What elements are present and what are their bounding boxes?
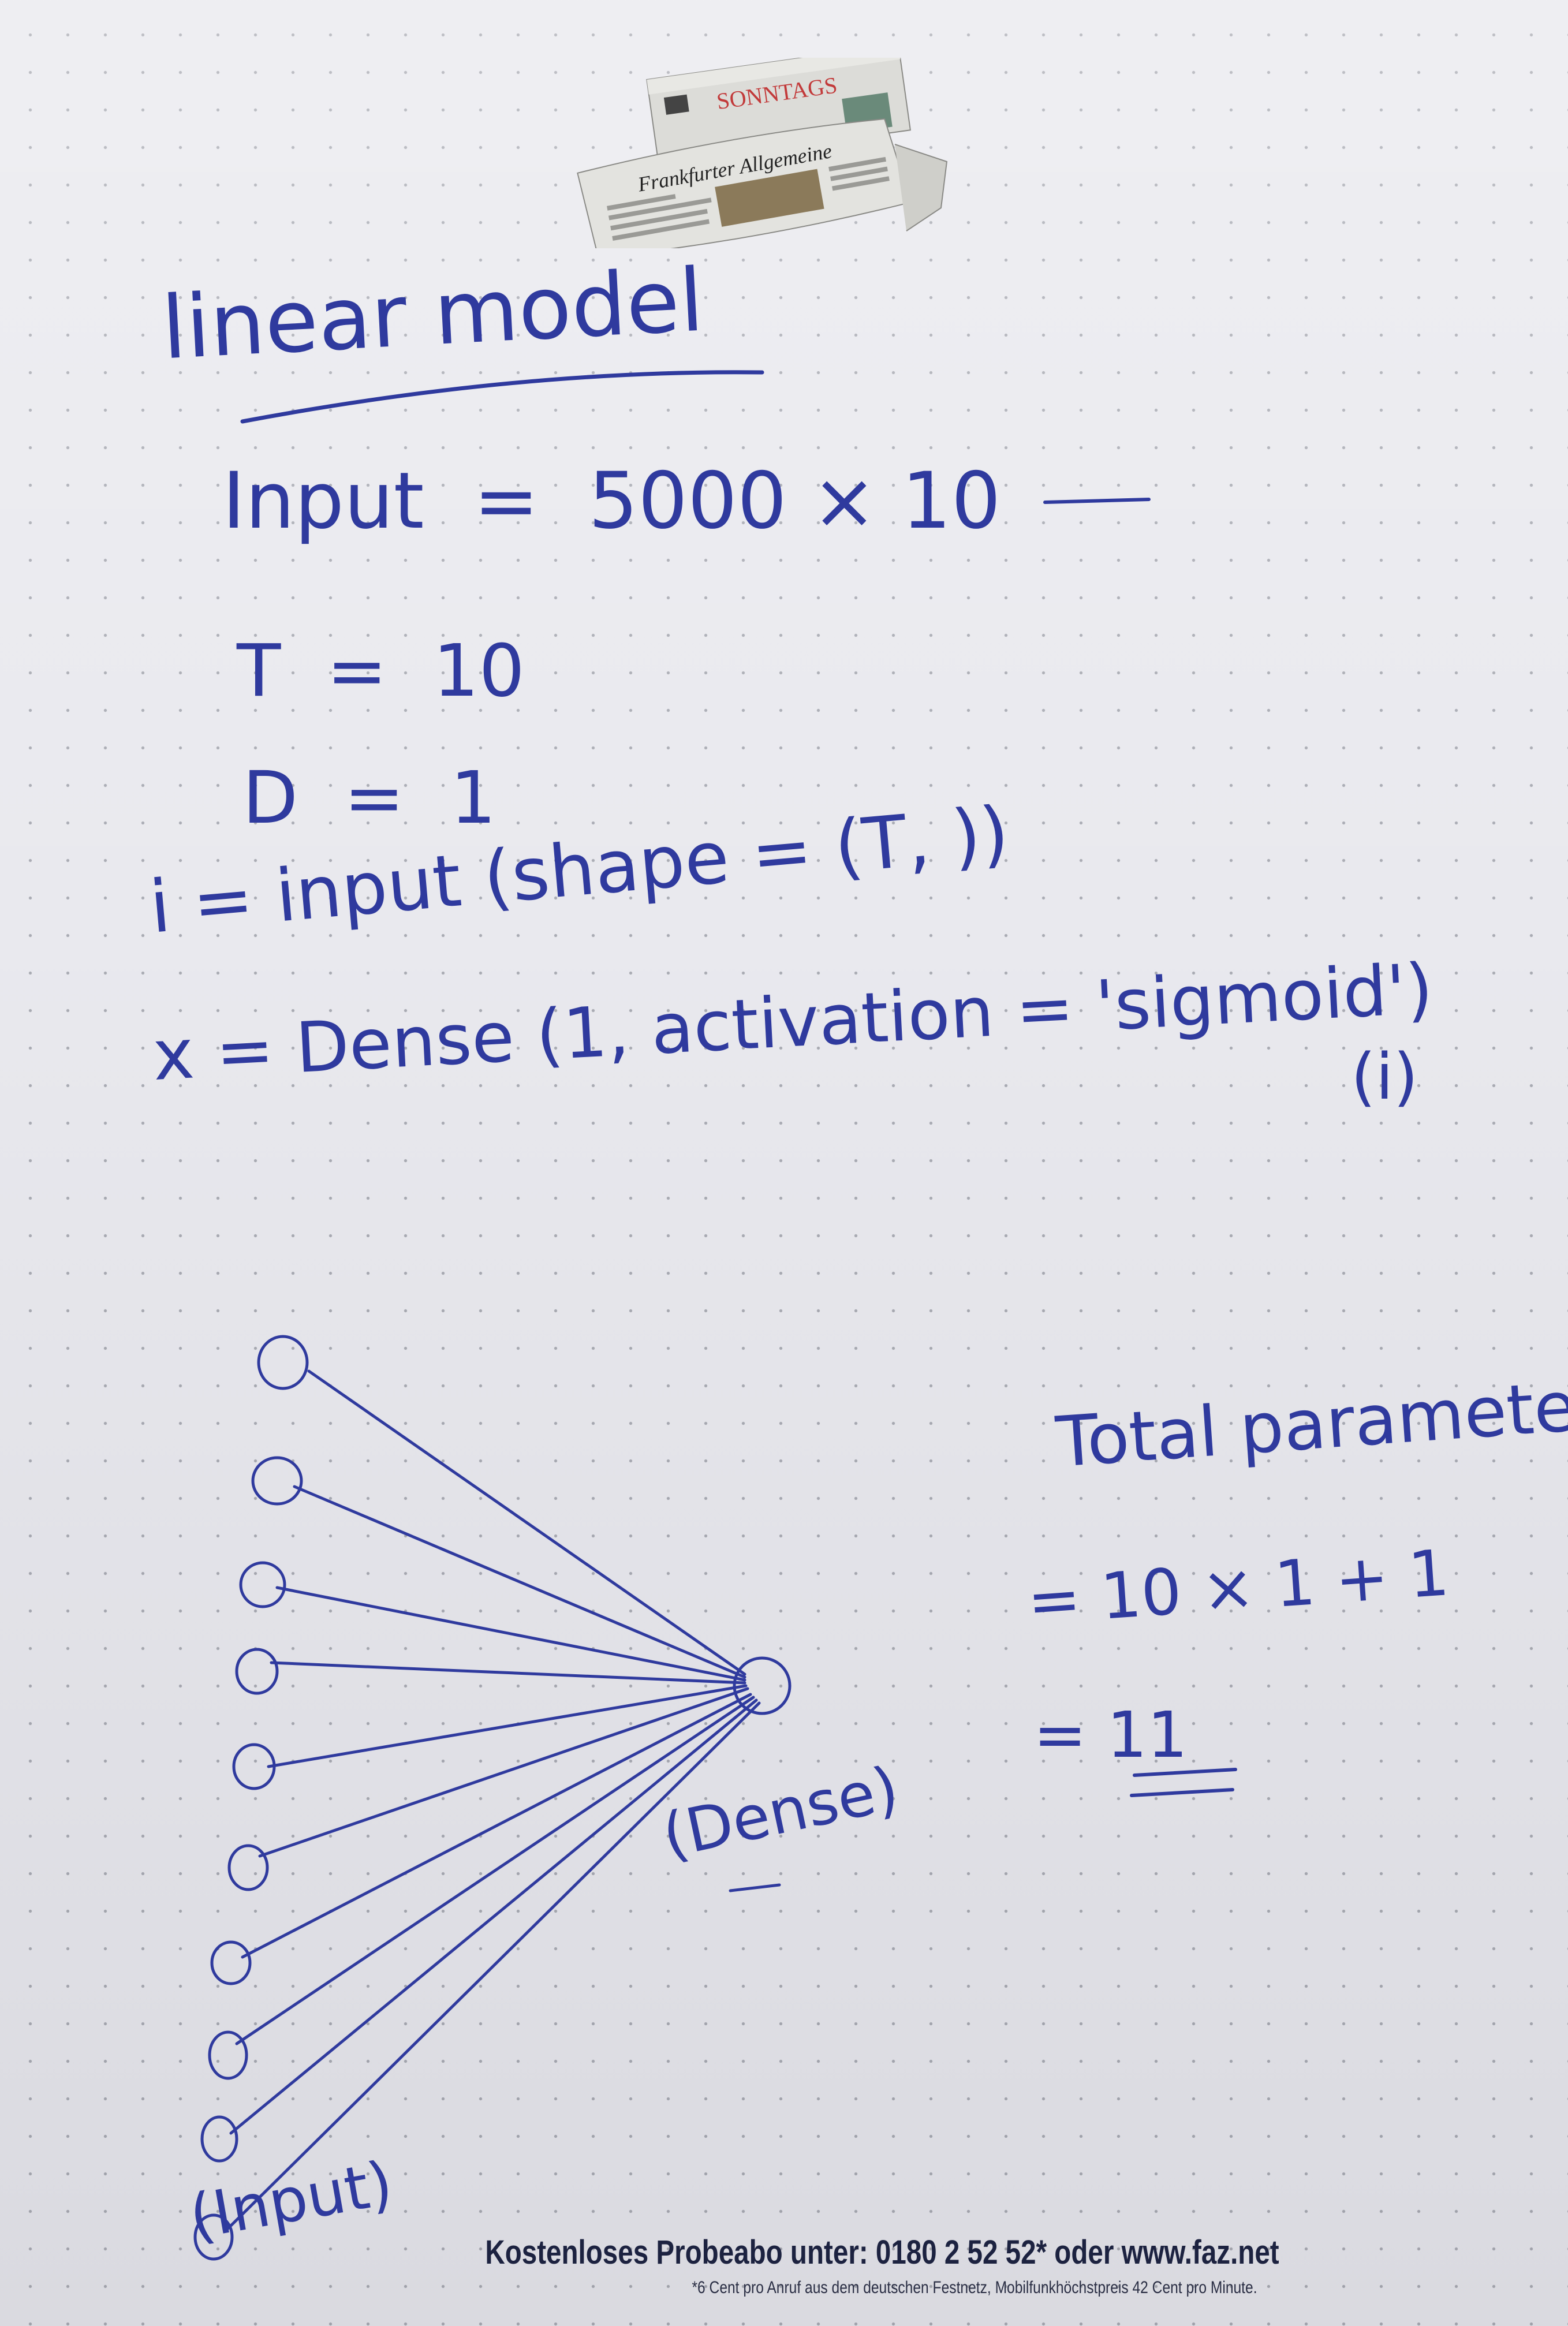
connection-line bbox=[293, 1485, 746, 1679]
connection-line bbox=[229, 1698, 758, 2135]
input-node bbox=[200, 2115, 238, 2163]
footer-ad-footnote: *6 Cent pro Anruf aus dem deutschen Fest… bbox=[692, 2278, 1257, 2297]
input-node bbox=[193, 2213, 234, 2261]
footer-ad-text: Kostenloses Probeabo unter: 0180 2 52 52… bbox=[485, 2234, 1279, 2271]
input-node bbox=[210, 1940, 252, 1985]
connection-line bbox=[275, 1586, 746, 1682]
input-node bbox=[251, 1456, 303, 1506]
connection-line bbox=[258, 1687, 749, 1858]
input-node bbox=[227, 1844, 269, 1891]
input-node bbox=[257, 1335, 309, 1390]
input-node bbox=[232, 1743, 276, 1790]
newspaper-logo: SONNTAGS Frankfurter Allgemeine bbox=[577, 58, 948, 248]
input-node bbox=[239, 1561, 286, 1608]
connection-line bbox=[226, 1701, 761, 2230]
d-line: D = 1 bbox=[242, 756, 496, 840]
total-parameter-value: = 11 bbox=[1033, 1698, 1188, 1772]
input-node bbox=[235, 1648, 279, 1695]
connection-line bbox=[270, 1661, 746, 1685]
connection-line bbox=[267, 1684, 748, 1768]
t-line: T = 10 bbox=[237, 629, 525, 713]
dense-label-underline bbox=[729, 1883, 781, 1892]
connection-line bbox=[307, 1369, 746, 1676]
input-node bbox=[208, 2030, 248, 2080]
code-line-call: (i) bbox=[1351, 1040, 1418, 1114]
connection-line bbox=[235, 1696, 755, 2045]
input-line: Input = 5000 × 10 bbox=[222, 456, 1001, 546]
dense-output-node bbox=[733, 1656, 792, 1715]
connection-line bbox=[241, 1693, 752, 1959]
